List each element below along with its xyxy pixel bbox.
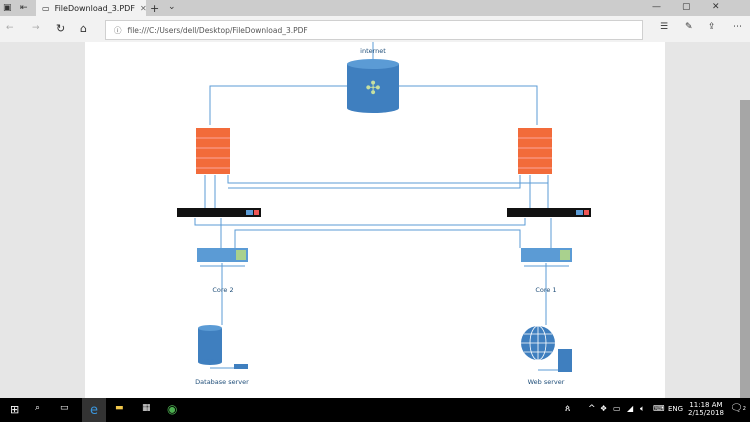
task-view-icon[interactable]: ▭ <box>60 403 69 413</box>
firewall-right-icon <box>518 128 552 174</box>
tab-title: FileDownload_3.PDF <box>54 3 135 13</box>
chrome-icon[interactable]: ◉ <box>167 402 178 416</box>
file-explorer-icon[interactable]: ▬ <box>115 403 124 413</box>
volume-icon[interactable]: 🔈︎ <box>640 404 645 413</box>
new-tab-icon[interactable]: + <box>150 2 160 15</box>
web-note-icon[interactable]: ✎ <box>685 22 693 32</box>
share-icon[interactable]: ⇪ <box>708 22 716 32</box>
address-text: file:///C:/Users/dell/Desktop/FileDownlo… <box>127 25 308 35</box>
switch-core2-icon <box>197 248 248 267</box>
favorites-hub-icon[interactable]: ☰ <box>660 22 669 32</box>
clock[interactable]: 11:18 AM 2/15/2018 <box>688 401 724 417</box>
svg-text:✣: ✣ <box>365 78 380 99</box>
firewall-left-icon <box>196 128 230 174</box>
battery-icon[interactable]: ▭ <box>613 404 621 413</box>
minimize-icon[interactable]: — <box>652 2 661 12</box>
language-indicator[interactable]: ENG <box>668 405 684 413</box>
scrollbar[interactable] <box>740 100 750 398</box>
maximize-icon[interactable]: ▢ <box>682 2 691 12</box>
internet-router-icon: ✣ <box>347 59 399 113</box>
keyboard-icon[interactable]: ⌨ <box>653 404 665 413</box>
label-core2: Core 2 <box>212 286 234 294</box>
label-core1: Core 1 <box>535 286 557 294</box>
label-internet: internet <box>360 47 386 55</box>
windows-start-icon[interactable]: ⊞ <box>10 403 20 416</box>
connections <box>194 42 552 325</box>
people-icon[interactable]: ጰ <box>565 404 571 414</box>
store-icon[interactable]: ▦ <box>142 403 151 413</box>
server-rack-right-icon <box>507 208 591 217</box>
chevron-down-icon[interactable]: ⌄ <box>168 2 176 12</box>
search-icon[interactable]: ⌕ <box>35 403 41 413</box>
more-icon[interactable]: ⋯ <box>733 22 742 32</box>
close-tab-icon[interactable]: ✕ <box>139 3 147 13</box>
web-globe-icon <box>521 325 572 372</box>
server-rack-left-icon <box>177 208 261 217</box>
tab-active[interactable]: ▭ FileDownload_3.PDF ✕ <box>36 0 147 16</box>
database-icon <box>198 325 248 369</box>
label-database-server: Database server <box>195 378 249 386</box>
address-bar[interactable]: ⓘ file:///C:/Users/dell/Desktop/FileDown… <box>105 20 643 40</box>
network-icon[interactable]: ◢ <box>627 404 634 413</box>
home-icon[interactable]: ⌂ <box>80 22 87 35</box>
edge-icon[interactable]: e <box>82 398 106 422</box>
date: 2/15/2018 <box>688 409 724 417</box>
action-center-icon[interactable]: 🗨︎2 <box>730 403 746 414</box>
back-icon[interactable]: ← <box>6 23 14 33</box>
taskbar: ⊞ ⌕ ▭ e ▬ ▦ ◉ ጰ ^ ❖ ▭ ◢ 🔈︎ ⌨ ENG 11:18 A… <box>0 398 750 422</box>
refresh-icon[interactable]: ↻ <box>56 22 66 35</box>
tab-bar: ▣ ⇤ ▭ FileDownload_3.PDF ✕ + ⌄ — ▢ ✕ <box>0 0 750 16</box>
info-icon: ⓘ <box>114 25 122 35</box>
chevron-up-icon[interactable]: ^ <box>588 404 596 414</box>
set-aside-tabs-icon[interactable]: ⇤ <box>20 3 28 13</box>
forward-icon[interactable]: → <box>32 23 40 33</box>
label-web-server: Web server <box>527 378 565 386</box>
page-icon: ▭ <box>42 3 50 13</box>
notification-count: 2 <box>742 405 746 412</box>
dropbox-icon[interactable]: ❖ <box>600 404 608 413</box>
close-window-icon[interactable]: ✕ <box>712 2 720 12</box>
switch-core1-icon <box>521 248 572 267</box>
time: 11:18 AM <box>689 401 723 409</box>
tab-preview-icon[interactable]: ▣ <box>3 3 12 13</box>
